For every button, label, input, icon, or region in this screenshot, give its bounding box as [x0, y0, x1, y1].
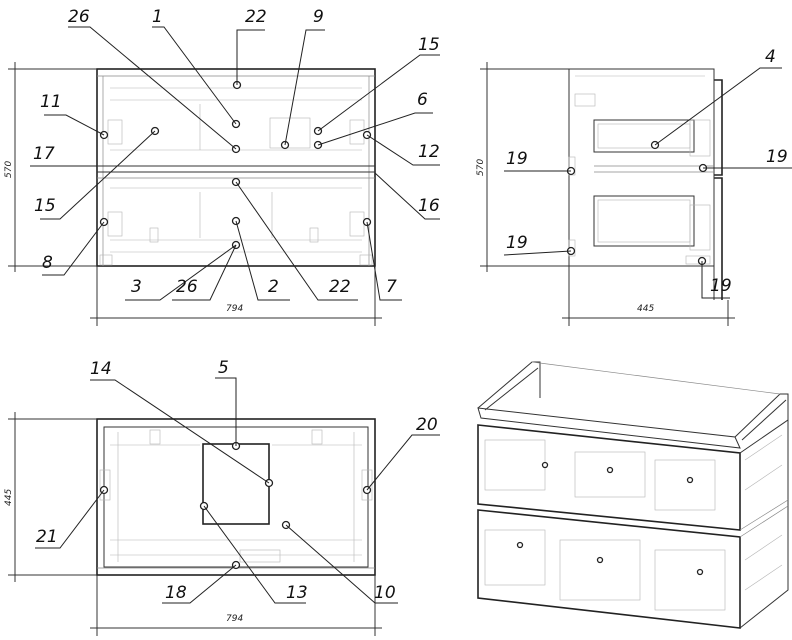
callout-label: 4: [765, 47, 776, 67]
top-width-dimension: 794: [226, 614, 243, 624]
callout-label: 5: [218, 358, 229, 378]
side-view-callouts: 4 19 19 19 19: [503, 47, 792, 299]
callout-label: 1: [152, 7, 163, 27]
top-depth-dimension: 445: [4, 489, 14, 506]
callout-label: 7: [386, 277, 397, 297]
side-height-dimension: 570: [476, 159, 486, 176]
callout-label: 20: [416, 415, 438, 435]
callout-label: 19: [506, 233, 528, 253]
callout-label: 2: [268, 277, 279, 297]
callout-label: 15: [418, 35, 440, 55]
callout-label: 22: [245, 7, 267, 27]
front-view-dimensions: 794 570: [4, 62, 382, 326]
callout-label: 14: [90, 359, 112, 379]
callout-label: 21: [36, 527, 58, 547]
callout-label: 13: [286, 583, 308, 603]
callout-label: 19: [766, 147, 788, 167]
callout-label: 9: [313, 7, 324, 27]
callout-label: 18: [165, 583, 187, 603]
top-view-callouts: 14 5 20 21 18 13 10: [35, 358, 440, 604]
callout-label: 12: [418, 142, 440, 162]
callout-label: 8: [42, 253, 53, 273]
front-height-dimension: 570: [4, 161, 14, 178]
side-view: [568, 68, 723, 300]
callout-label: 17: [33, 144, 55, 164]
callout-label: 15: [34, 196, 56, 216]
front-view: [96, 68, 376, 267]
callout-label: 6: [417, 90, 428, 110]
side-depth-dimension: 445: [637, 304, 654, 314]
callout-label: 19: [710, 276, 732, 296]
callout-label: 26: [68, 7, 90, 27]
callout-label: 16: [418, 196, 440, 216]
side-view-outline: [568, 68, 715, 267]
front-width-dimension: 794: [226, 304, 243, 314]
callout-label: 10: [374, 583, 396, 603]
top-view-dimensions: 794 445: [4, 412, 382, 636]
callout-label: 3: [131, 277, 142, 297]
callout-label: 26: [176, 277, 198, 297]
top-view-cutout: [202, 443, 270, 525]
front-view-outline: [96, 68, 376, 267]
callout-label: 22: [329, 277, 351, 297]
front-view-callouts: 26 1 22 9 15 11 6 17 12 15 16 8 3 26 2 2…: [30, 7, 440, 301]
side-view-dimensions: 445 570: [476, 62, 735, 326]
callout-label: 19: [506, 149, 528, 169]
callout-label: 11: [40, 92, 62, 112]
isometric-view: [477, 361, 789, 629]
